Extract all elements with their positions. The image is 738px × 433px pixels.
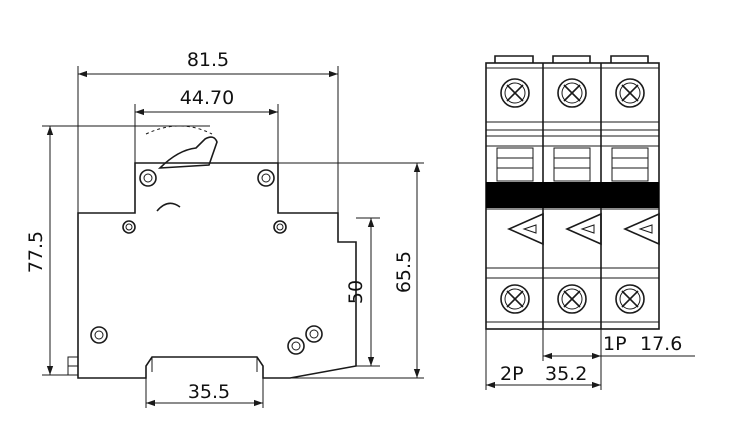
label-pitch-1p: 17.6 [640,333,682,355]
label-body-height: 50 [345,280,367,304]
screw-mid-right [273,220,287,234]
toggle-handle [157,136,218,169]
indicator-arc [156,202,181,212]
terminal-screw-top-1 [500,78,530,108]
toggle-arc [145,125,213,135]
terminal-screw-top-2 [557,78,587,108]
top-cap-3 [610,55,649,63]
top-cap-2 [552,55,591,63]
screw-bottom-right-a [287,337,305,355]
handle-bar [486,182,659,208]
terminal-screw-top-3 [615,78,645,108]
screw-bottom-left [90,326,108,344]
terminal-screw-bottom-1 [500,284,530,314]
label-rail-width: 35.5 [188,381,230,403]
label-front-height: 65.5 [393,251,415,293]
label-upper-width: 44.70 [180,87,234,109]
label-1p: 1P [603,333,627,355]
terminal-screw-bottom-2 [557,284,587,314]
triangle-marker-1 [507,212,544,246]
side-view: 81.5 44.70 77.5 65.5 50 35.5 [25,49,424,408]
front-view: 1P 17.6 2P 35.2 [485,55,695,390]
triangle-marker-2 [565,212,602,246]
screw-top-left [139,169,157,187]
triangle-marker-3 [623,212,660,246]
top-cap-1 [494,55,534,63]
handle-slots [496,147,649,182]
label-2p: 2P [500,363,524,385]
screw-mid-left [122,220,136,234]
screw-bottom-right-b [305,325,323,343]
label-pitch-2p: 35.2 [545,363,587,385]
terminal-screw-bottom-3 [615,284,645,314]
label-overall-width: 81.5 [187,49,229,71]
label-overall-height: 77.5 [25,231,47,273]
screw-top-right [257,169,275,187]
side-view-body-outline [77,162,357,379]
